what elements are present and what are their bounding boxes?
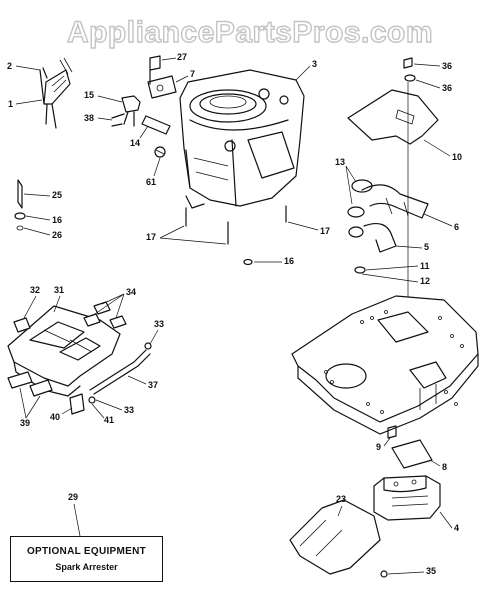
callout-11: 11 — [420, 261, 430, 271]
callout-32: 32 — [30, 285, 40, 295]
lower-shield-part — [289, 499, 388, 578]
callout-9: 9 — [376, 442, 381, 452]
callout-6: 6 — [454, 222, 459, 232]
callouts: 2 1 15 38 27 7 3 14 61 36 36 10 25 16 26… — [7, 52, 462, 576]
spark-arrester-label: Spark Arrester — [55, 562, 118, 572]
callout-31: 31 — [54, 285, 64, 295]
callout-14: 14 — [130, 138, 140, 148]
callout-35: 35 — [426, 566, 436, 576]
callout-16-b: 16 — [284, 256, 294, 266]
choke-control-part — [39, 57, 73, 129]
callout-4: 4 — [454, 523, 459, 533]
callout-29: 29 — [68, 492, 78, 502]
fuel-fitting-part — [111, 95, 171, 135]
callout-23: 23 — [336, 494, 346, 504]
callout-10: 10 — [452, 152, 462, 162]
callout-27: 27 — [177, 52, 187, 62]
callout-36-a: 36 — [442, 61, 452, 71]
shield-plate-part — [347, 82, 439, 300]
spark-arrester-part — [7, 301, 152, 415]
callout-36-b: 36 — [442, 83, 452, 93]
muffler-part — [373, 475, 441, 521]
callout-8: 8 — [442, 462, 447, 472]
engine-bolts-part — [185, 205, 287, 266]
chassis-frame-part — [291, 295, 479, 435]
muffler-bracket-part — [387, 425, 433, 469]
engine-part — [179, 69, 305, 209]
callout-34: 34 — [126, 287, 136, 297]
callout-40: 40 — [50, 412, 60, 422]
callout-41: 41 — [104, 415, 114, 425]
callout-7: 7 — [190, 69, 195, 79]
callout-2: 2 — [7, 61, 12, 71]
bolt-25-part — [14, 179, 26, 231]
callout-3: 3 — [312, 59, 317, 69]
callout-1: 1 — [8, 99, 13, 109]
callout-33-b: 33 — [124, 405, 134, 415]
callout-39: 39 — [20, 418, 30, 428]
screw-36-part — [403, 57, 416, 82]
exhaust-tube-part — [347, 179, 429, 274]
callout-33-a: 33 — [154, 319, 164, 329]
callout-17-b: 17 — [320, 226, 330, 236]
callout-37: 37 — [148, 380, 158, 390]
callout-5: 5 — [424, 242, 429, 252]
callout-12: 12 — [420, 276, 430, 286]
callout-25: 25 — [52, 190, 62, 200]
optional-equipment-box: OPTIONAL EQUIPMENT Spark Arrester — [10, 536, 163, 582]
callout-38: 38 — [84, 113, 94, 123]
callout-61: 61 — [146, 177, 156, 187]
fitting-61-part — [154, 146, 166, 158]
optional-equipment-title: OPTIONAL EQUIPMENT — [26, 546, 147, 557]
watermark-text: AppliancePartsPros.com — [67, 16, 433, 49]
callout-26: 26 — [52, 230, 62, 240]
callout-13: 13 — [335, 157, 345, 167]
callout-15: 15 — [84, 90, 94, 100]
callout-17-a: 17 — [146, 232, 156, 242]
callout-16-a: 16 — [52, 215, 62, 225]
bracket-part — [147, 55, 177, 99]
